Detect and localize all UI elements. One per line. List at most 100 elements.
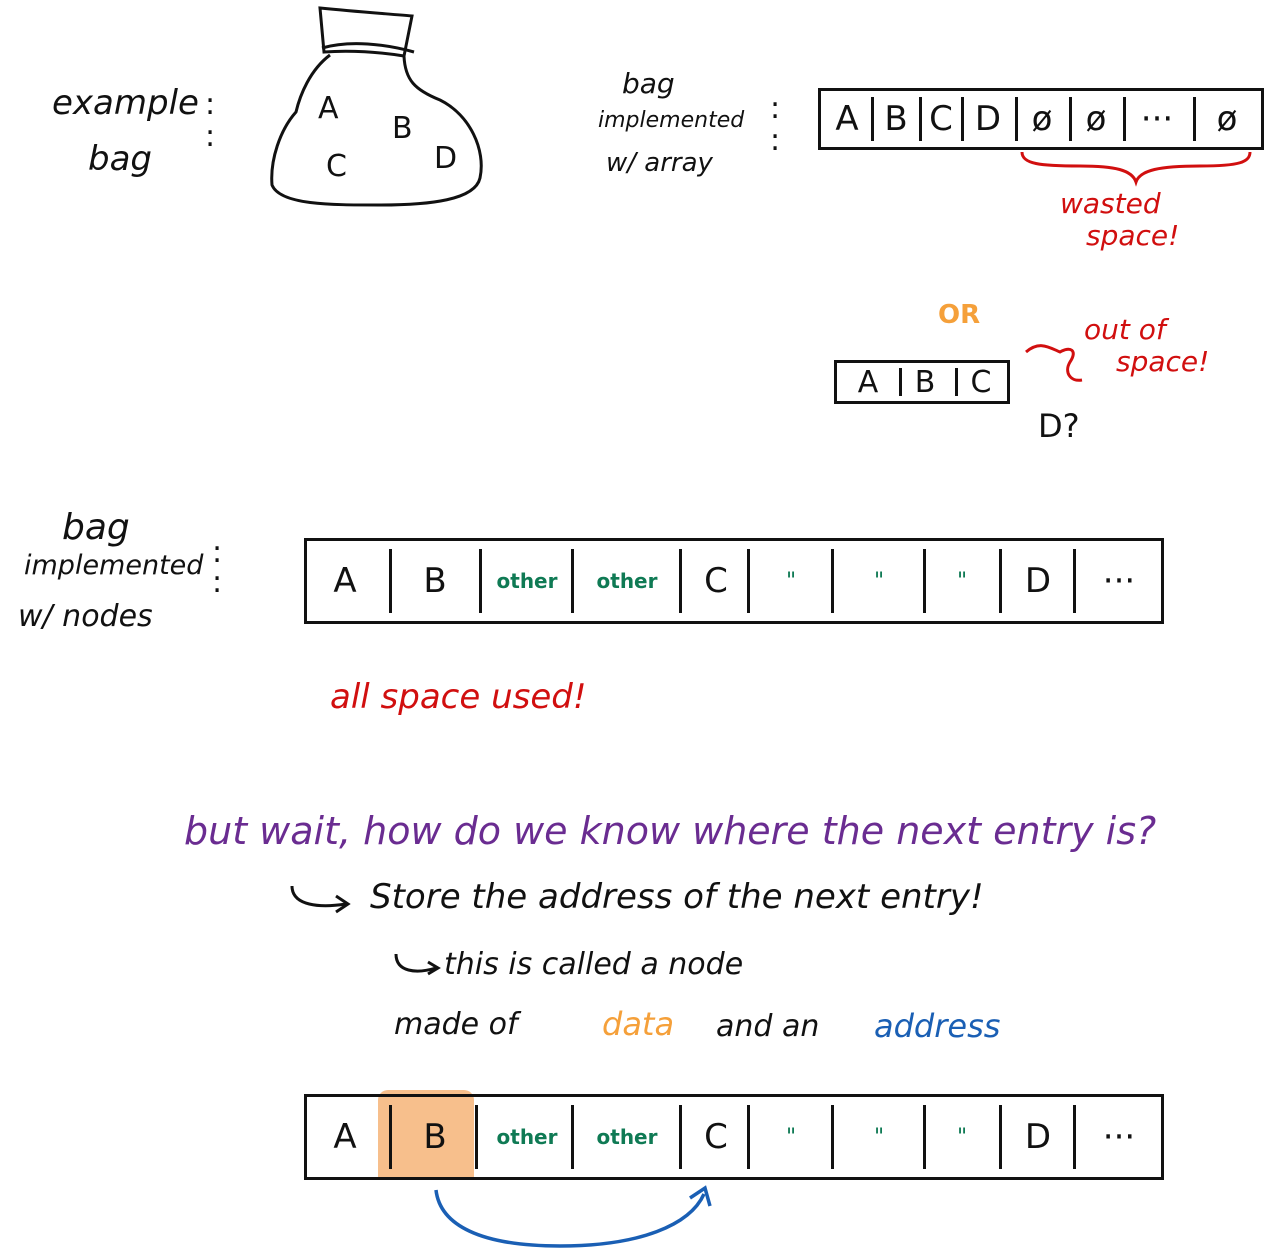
array-cell: B xyxy=(884,99,908,139)
node-cell-ellipsis: ··· xyxy=(1102,1117,1136,1157)
divider xyxy=(747,1105,750,1169)
out-of-label: out of xyxy=(1084,313,1166,346)
node-cell: A xyxy=(333,1117,357,1157)
bag-item-d: D xyxy=(434,141,458,176)
divider xyxy=(679,549,682,613)
divider xyxy=(389,1105,392,1169)
data-word: data xyxy=(602,1005,675,1043)
highlight-b xyxy=(378,1090,474,1178)
array-cell: A xyxy=(835,99,859,139)
node-cell-ditto: " xyxy=(873,1124,885,1150)
divider xyxy=(571,549,574,613)
array-cell-empty: ø xyxy=(1085,99,1107,139)
bottom-nodes-box: A B other other C " " " D ··· xyxy=(304,1094,1164,1180)
small-array-cell: C xyxy=(970,364,992,400)
and-an-label: and an xyxy=(716,1009,820,1044)
space-label: space! xyxy=(1086,219,1180,252)
node-cell-ditto: " xyxy=(785,1124,797,1150)
node-cell-ellipsis: ··· xyxy=(1102,561,1136,601)
node-cell: C xyxy=(704,561,728,601)
node-cell-ditto: " xyxy=(873,568,885,594)
nodes-box: A B other other C " " " D ··· xyxy=(304,538,1164,624)
divider xyxy=(919,97,922,141)
divider xyxy=(1193,97,1196,141)
node-cell: D xyxy=(1024,561,1052,601)
node-cell-other: other xyxy=(596,1125,658,1149)
divider xyxy=(571,1105,574,1169)
node-cell-other: other xyxy=(496,1125,558,1149)
divider xyxy=(955,368,958,396)
array-cell: C xyxy=(929,99,953,139)
small-array-cell: B xyxy=(914,364,936,400)
question-line: but wait, how do we know where the next … xyxy=(184,809,1157,853)
divider xyxy=(961,97,964,141)
array-cell-empty: ø xyxy=(1216,99,1238,139)
node-cell: A xyxy=(333,561,357,601)
d-question: D? xyxy=(1038,407,1080,445)
array-cell: D xyxy=(974,99,1002,139)
colon: : xyxy=(770,123,781,158)
space-label: space! xyxy=(1116,345,1210,378)
made-of-label: made of xyxy=(394,1007,518,1042)
divider xyxy=(679,1105,682,1169)
called-node-line: this is called a node xyxy=(444,947,744,982)
array-label-1: bag xyxy=(622,67,675,100)
node-cell-other: other xyxy=(496,569,558,593)
divider xyxy=(1123,97,1126,141)
small-array-cell: A xyxy=(857,364,879,400)
store-address-line: Store the address of the next entry! xyxy=(370,877,984,917)
divider xyxy=(999,1105,1002,1169)
divider xyxy=(923,549,926,613)
node-cell-ditto: " xyxy=(956,568,968,594)
array-label-3: w/ array xyxy=(606,148,713,178)
bag-label: bag xyxy=(88,139,152,179)
node-cell-highlighted: B xyxy=(423,1117,447,1157)
bag-item-c: C xyxy=(326,149,347,184)
divider xyxy=(1015,97,1018,141)
node-cell: C xyxy=(704,1117,728,1157)
nodes-label-3: w/ nodes xyxy=(18,599,153,634)
all-space-used: all space used! xyxy=(330,677,587,717)
colon: : xyxy=(212,535,223,570)
small-array-box: A B C xyxy=(834,360,1010,404)
array-box: A B C D ø ø ··· ø xyxy=(818,88,1264,150)
divider xyxy=(831,549,834,613)
node-cell-other: other xyxy=(596,569,658,593)
node-cell-ditto: " xyxy=(785,568,797,594)
address-word: address xyxy=(874,1007,1001,1045)
nodes-label-1: bag xyxy=(62,507,130,548)
node-cell: D xyxy=(1024,1117,1052,1157)
array-label-2: implemented xyxy=(598,108,745,133)
node-cell-ditto: " xyxy=(956,1124,968,1150)
divider xyxy=(831,1105,834,1169)
divider xyxy=(899,368,902,396)
divider xyxy=(475,1105,478,1169)
divider xyxy=(479,549,482,613)
colon: : xyxy=(205,87,216,122)
nodes-label-2: implemented xyxy=(24,550,204,581)
divider xyxy=(923,1105,926,1169)
array-cell-ellipsis: ··· xyxy=(1140,99,1174,139)
divider xyxy=(1073,1105,1076,1169)
colon: : xyxy=(212,565,223,600)
or-label: OR xyxy=(938,300,981,330)
divider xyxy=(999,549,1002,613)
array-cell-empty: ø xyxy=(1031,99,1053,139)
example-label: example xyxy=(52,83,199,123)
divider xyxy=(389,549,392,613)
bag-item-b: B xyxy=(392,111,413,146)
wasted-label: wasted xyxy=(1060,187,1161,220)
bag-item-a: A xyxy=(318,91,339,126)
divider xyxy=(1073,549,1076,613)
divider xyxy=(1069,97,1072,141)
node-cell: B xyxy=(423,561,447,601)
colon: : xyxy=(770,91,781,126)
divider xyxy=(871,97,874,141)
colon: : xyxy=(205,119,216,154)
divider xyxy=(747,549,750,613)
